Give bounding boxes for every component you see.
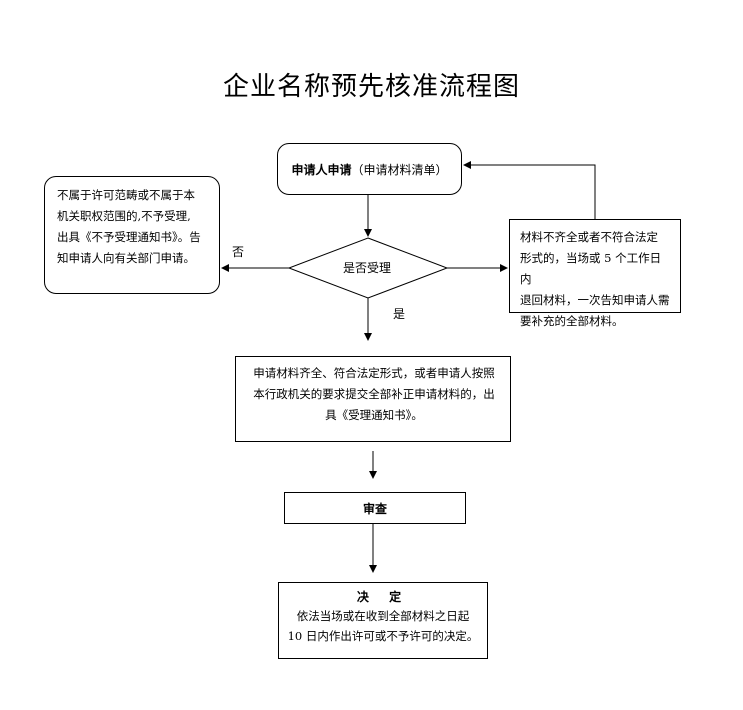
apply-label: 申请人申请 (291, 162, 352, 177)
supplement-line: 退回材料，一次告知申请人需 (520, 293, 670, 307)
reject-box: 不属于许可范畴或不属于本 机关职权范围的,不予受理, 出具《不予受理通知书》。告… (44, 176, 220, 294)
accept-box: 申请材料齐全、符合法定形式，或者申请人按照 本行政机关的要求提交全部补正申请材料… (235, 356, 511, 442)
review-box: 审查 (284, 492, 466, 524)
final-decision-heading: 决 定 (356, 590, 410, 604)
reject-line: 机关职权范围的,不予受理, (57, 209, 191, 223)
final-decision-line: 依法当场或在收到全部材料之日起 (296, 609, 470, 623)
review-label: 审查 (362, 501, 387, 516)
decision-diamond-label: 是否受理 (343, 261, 392, 275)
supplement-line: 形式的，当场或 5 个工作日内 (520, 251, 662, 286)
arrow-supplement-to-apply (463, 161, 596, 219)
supplement-box: 材料不齐全或者不符合法定 形式的，当场或 5 个工作日内 退回材料，一次告知申请… (509, 219, 681, 328)
accept-line: 具《受理通知书》。 (325, 408, 423, 422)
reject-line: 出具《不予受理通知书》。告 (57, 230, 201, 244)
page-title: 企业名称预先核准流程图 (222, 72, 520, 102)
final-decision-line: 10 日内作出许可或不予许可的决定。 (287, 629, 479, 643)
yes-label: 是 (393, 307, 406, 321)
no-label: 否 (232, 245, 245, 259)
supplement-line: 材料不齐全或者不符合法定 (520, 230, 658, 244)
accept-line: 申请材料齐全、符合法定形式，或者申请人按照 (253, 366, 495, 380)
final-decision-box: 决 定 依法当场或在收到全部材料之日起 10 日内作出许可或不予许可的决定。 (278, 582, 488, 659)
reject-line: 不属于许可范畴或不属于本 (57, 188, 195, 202)
reject-line: 知申请人向有关部门申请。 (57, 251, 195, 265)
accept-line: 本行政机关的要求提交全部补正申请材料的，出 (253, 387, 495, 401)
apply-box: 申请人申请（申请材料清单） (277, 143, 462, 195)
apply-materials-list: （申请材料清单） (351, 162, 448, 177)
supplement-line: 要补充的全部材料。 (520, 314, 624, 328)
